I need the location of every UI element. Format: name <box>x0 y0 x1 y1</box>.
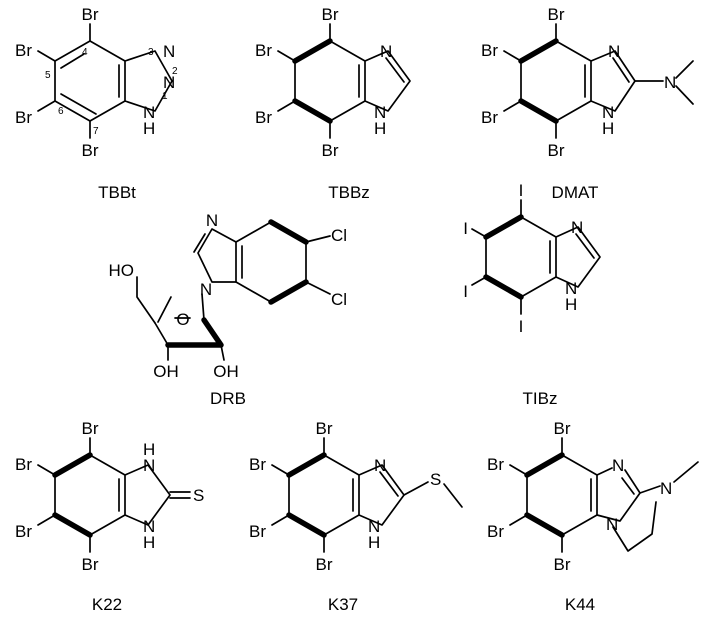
atom-n: N <box>612 456 624 475</box>
atom-br: Br <box>82 141 99 160</box>
atom-n: N <box>380 42 392 61</box>
structure-tbbz: Br Br Br Br N N H TBBz <box>255 5 411 202</box>
atom-n: N <box>565 279 577 298</box>
atom-n: N <box>368 517 380 536</box>
atom-n: N <box>602 103 614 122</box>
position-number: 1 <box>162 91 168 102</box>
atom-br: Br <box>255 108 272 127</box>
atom-i: I <box>519 317 524 336</box>
atom-n: N <box>143 456 155 475</box>
atom-oh: OH <box>213 362 239 381</box>
atom-br: Br <box>82 555 99 574</box>
atom-br: Br <box>322 141 339 160</box>
atom-h: H <box>143 119 155 138</box>
atom-br: Br <box>249 455 266 474</box>
atom-br: Br <box>15 455 32 474</box>
atom-br: Br <box>481 41 498 60</box>
structure-k37: Br Br Br Br N N H S K37 <box>249 419 463 614</box>
atom-br: Br <box>82 5 99 24</box>
atom-i: I <box>463 282 468 301</box>
structure-dmat: Br Br Br Br N N H N DMAT <box>481 5 694 202</box>
atom-n: N <box>163 73 175 92</box>
structure-k44: Br Br Br Br N N N K44 <box>487 419 699 614</box>
atom-br: Br <box>15 41 32 60</box>
structure-tbbt: Br Br Br Br N N N H 1 2 3 4 5 6 7 TBBt <box>15 5 178 202</box>
position-number: 6 <box>58 106 64 117</box>
structure-drb-main: N N Cl Cl O HO OH OH DRB <box>109 205 500 410</box>
atom-br: Br <box>487 522 504 541</box>
atom-o: O <box>176 310 189 329</box>
atom-br: Br <box>322 5 339 24</box>
compound-label: TBBt <box>98 183 136 202</box>
compound-label: TIBz <box>523 389 558 408</box>
atom-h: H <box>565 295 577 314</box>
compound-label: DMAT <box>552 183 599 202</box>
compound-label: TBBz <box>328 183 370 202</box>
atom-n: N <box>664 73 676 92</box>
compound-label: DRB <box>210 389 246 408</box>
atom-ho: HO <box>109 261 135 280</box>
atom-br: Br <box>255 41 272 60</box>
atom-i: I <box>463 219 468 238</box>
atom-n: N <box>571 218 583 237</box>
atom-br: Br <box>15 108 32 127</box>
atom-h: H <box>602 119 614 138</box>
atom-br: Br <box>548 141 565 160</box>
atom-br: Br <box>82 419 99 438</box>
position-number: 7 <box>93 126 99 137</box>
structure-k22: Br Br Br Br H N N H S K22 <box>15 419 204 614</box>
atom-n: N <box>143 103 155 122</box>
atom-cl: Cl <box>331 226 347 245</box>
compound-label: K44 <box>565 595 595 614</box>
compound-label: K37 <box>328 595 358 614</box>
atom-h: H <box>374 119 386 138</box>
atom-s: S <box>193 486 204 505</box>
position-number: 3 <box>148 47 154 58</box>
atom-n: N <box>200 280 212 299</box>
position-number: 4 <box>82 47 88 58</box>
atom-br: Br <box>548 5 565 24</box>
compound-label: K22 <box>92 595 122 614</box>
atom-br: Br <box>15 522 32 541</box>
position-number: 2 <box>172 66 178 77</box>
position-number: 5 <box>45 70 51 81</box>
atom-br: Br <box>481 108 498 127</box>
atom-h: H <box>368 533 380 552</box>
atom-cl: Cl <box>331 290 347 309</box>
atom-h: H <box>143 533 155 552</box>
atom-n: N <box>163 42 175 61</box>
atom-s: S <box>430 470 441 489</box>
atom-n: N <box>374 103 386 122</box>
atom-n: N <box>606 515 618 534</box>
atom-br: Br <box>316 555 333 574</box>
atom-n: N <box>374 456 386 475</box>
structure-tibz: I I I I N N H TIBz <box>463 181 601 408</box>
atom-br: Br <box>554 419 571 438</box>
atom-i: I <box>519 181 524 200</box>
atom-n: N <box>608 42 620 61</box>
atom-n: N <box>143 517 155 536</box>
atom-oh: OH <box>153 362 179 381</box>
atom-h: H <box>143 440 155 459</box>
atom-br: Br <box>316 419 333 438</box>
atom-br: Br <box>554 555 571 574</box>
atom-n: N <box>660 479 672 498</box>
atom-br: Br <box>249 522 266 541</box>
atom-n: N <box>206 211 218 230</box>
atom-br: Br <box>487 455 504 474</box>
